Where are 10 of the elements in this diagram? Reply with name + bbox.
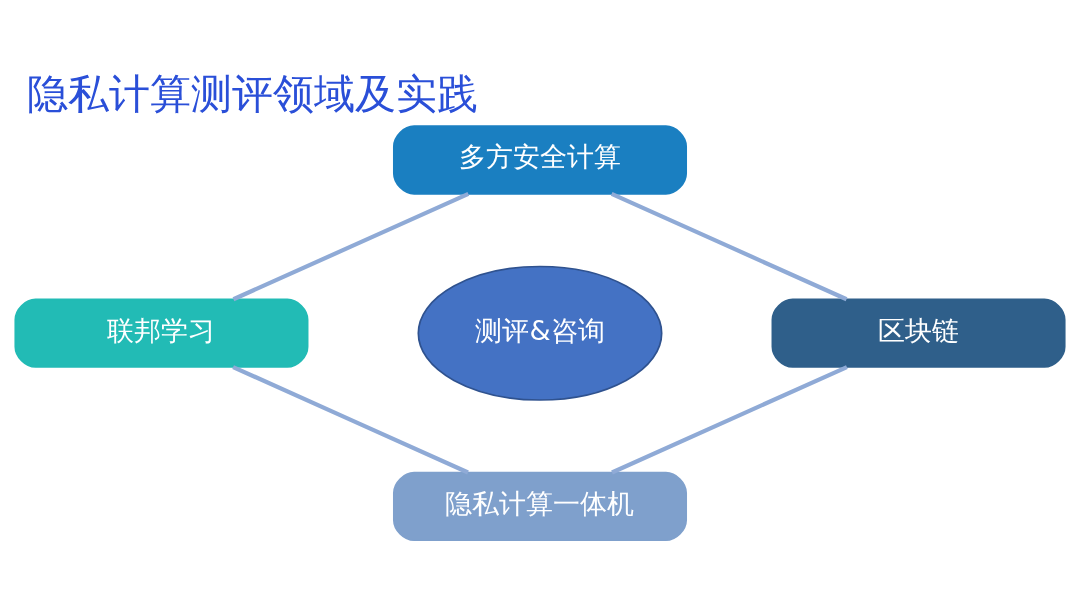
node-box: 隐私计算一体机 (392, 471, 688, 541)
connector (232, 364, 469, 474)
diagram-title: 隐私计算测评领域及实践 (27, 69, 479, 118)
node-box: 联邦学习 (14, 298, 309, 368)
connector (232, 191, 470, 301)
connector (610, 191, 848, 301)
node-box: 多方安全计算 (392, 124, 688, 195)
node-ellipse: 测评&咨询 (417, 265, 663, 401)
node-box: 区块链 (771, 298, 1066, 368)
connector (611, 364, 848, 474)
